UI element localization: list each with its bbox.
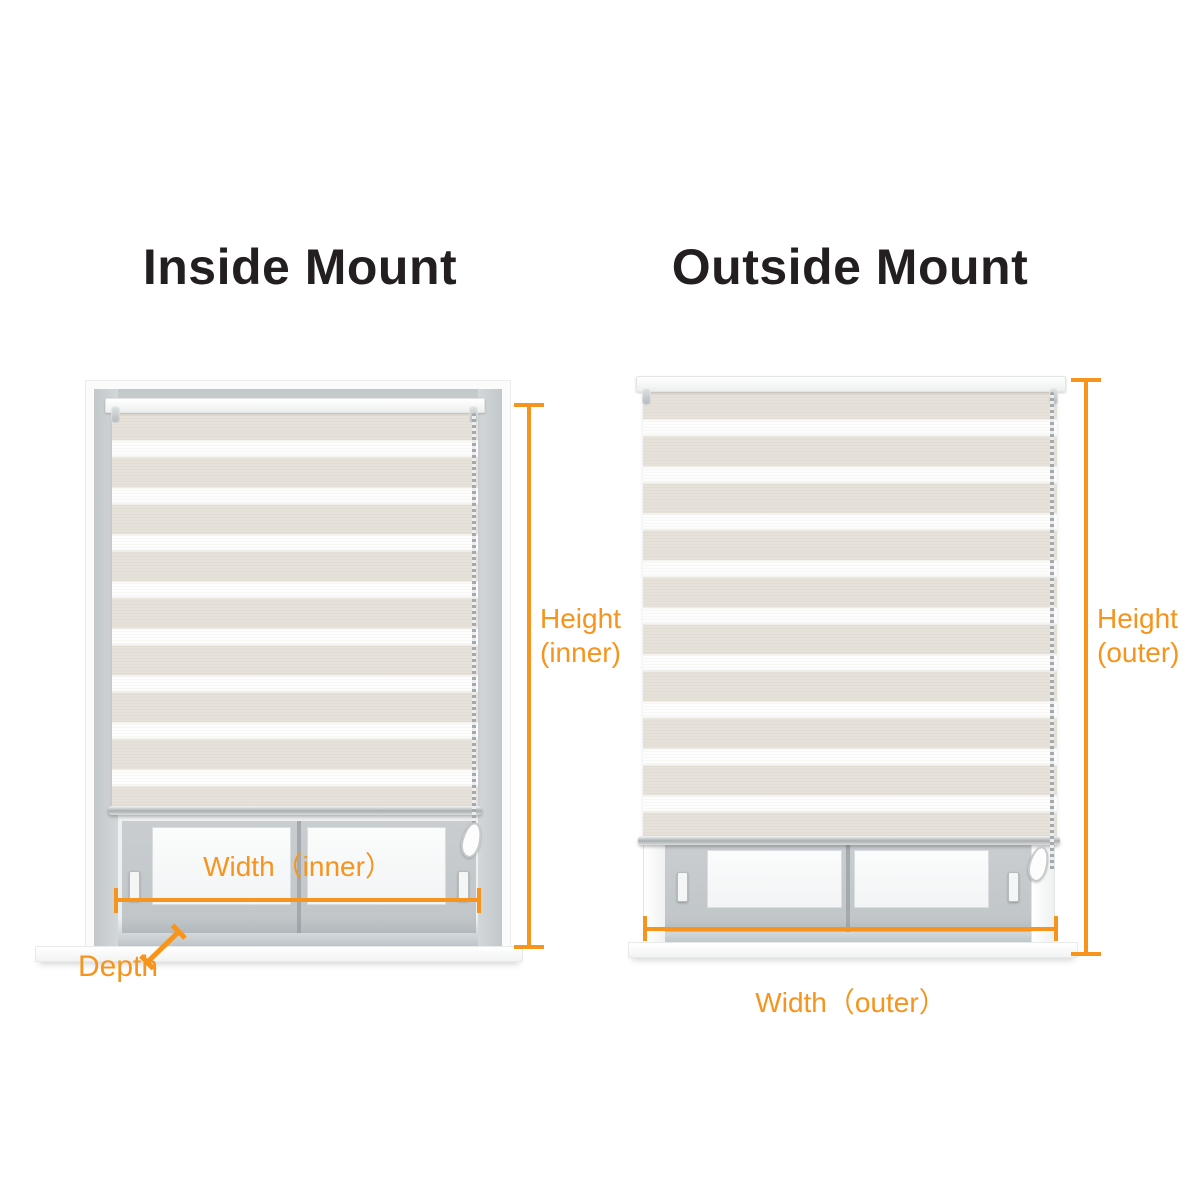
depth-marker-icon <box>139 923 187 971</box>
outside-blind-bead-chain <box>1050 392 1054 870</box>
inside-casement-left-pane <box>152 827 291 905</box>
outside-casement-left <box>665 844 846 932</box>
inside-blind-left-bracket <box>111 406 120 423</box>
inside-width-label: Width（inner） <box>203 851 393 882</box>
outside-casement-right <box>850 844 1031 932</box>
inside-width-right-tick <box>477 888 481 913</box>
inside-blind-bottom-bar <box>108 806 482 815</box>
outside-width-label: Width（outer） <box>755 987 947 1018</box>
inside-frame-right-band <box>478 389 502 947</box>
outside-window-sill <box>628 942 1078 958</box>
inside-mount-title: Inside Mount <box>142 239 458 295</box>
inside-height-label-line1: Height <box>540 603 621 634</box>
outside-window-mullion <box>846 844 850 932</box>
outside-mount-title: Outside Mount <box>671 239 1029 295</box>
outside-width-right-tick <box>1054 916 1058 941</box>
outside-height-dimension-line <box>1084 380 1088 956</box>
inside-blind-bead-chain <box>472 413 476 851</box>
outside-window-opening <box>665 838 1031 944</box>
outside-height-top-cap <box>1071 378 1101 382</box>
outside-blind-left-bracket <box>642 388 651 405</box>
inside-casement-left <box>122 821 297 933</box>
outside-casement-left-pane <box>707 850 842 908</box>
outside-casement-left-handle <box>677 872 688 902</box>
outside-casement-right-pane <box>854 850 989 908</box>
inside-casement-right <box>301 821 476 933</box>
outside-casement-right-handle <box>1008 872 1019 902</box>
inside-casement-right-pane <box>307 827 446 905</box>
inside-blind-fabric <box>112 411 478 807</box>
outside-blind-fabric <box>643 390 1057 838</box>
outside-height-bottom-cap <box>1071 952 1101 956</box>
outside-width-dimension-line <box>645 927 1057 931</box>
inside-width-left-tick <box>114 888 118 913</box>
outside-opening-shadow <box>665 918 1031 944</box>
inside-width-dimension-line <box>116 898 480 902</box>
inside-casement-left-handle <box>129 871 140 901</box>
outside-height-label-line1: Height <box>1097 603 1178 634</box>
inside-height-bottom-cap <box>514 945 544 949</box>
inside-window-mullion <box>297 821 301 933</box>
inside-casement-right-handle <box>458 871 469 901</box>
outside-blind-headrail <box>636 376 1066 392</box>
inside-height-dimension-line <box>527 405 531 949</box>
outside-height-label-line2: (outer) <box>1097 637 1180 668</box>
inside-blind-headrail <box>105 398 485 413</box>
inside-height-top-cap <box>514 403 544 407</box>
outside-blind-bottom-bar <box>638 836 1060 845</box>
inside-height-label-line2: (inner) <box>540 637 621 668</box>
outside-width-left-tick <box>643 916 647 941</box>
outside-height-label: Height (outer) <box>1097 602 1200 670</box>
inside-height-label: Height (inner) <box>540 602 680 670</box>
depth-label: Depth <box>78 950 159 983</box>
